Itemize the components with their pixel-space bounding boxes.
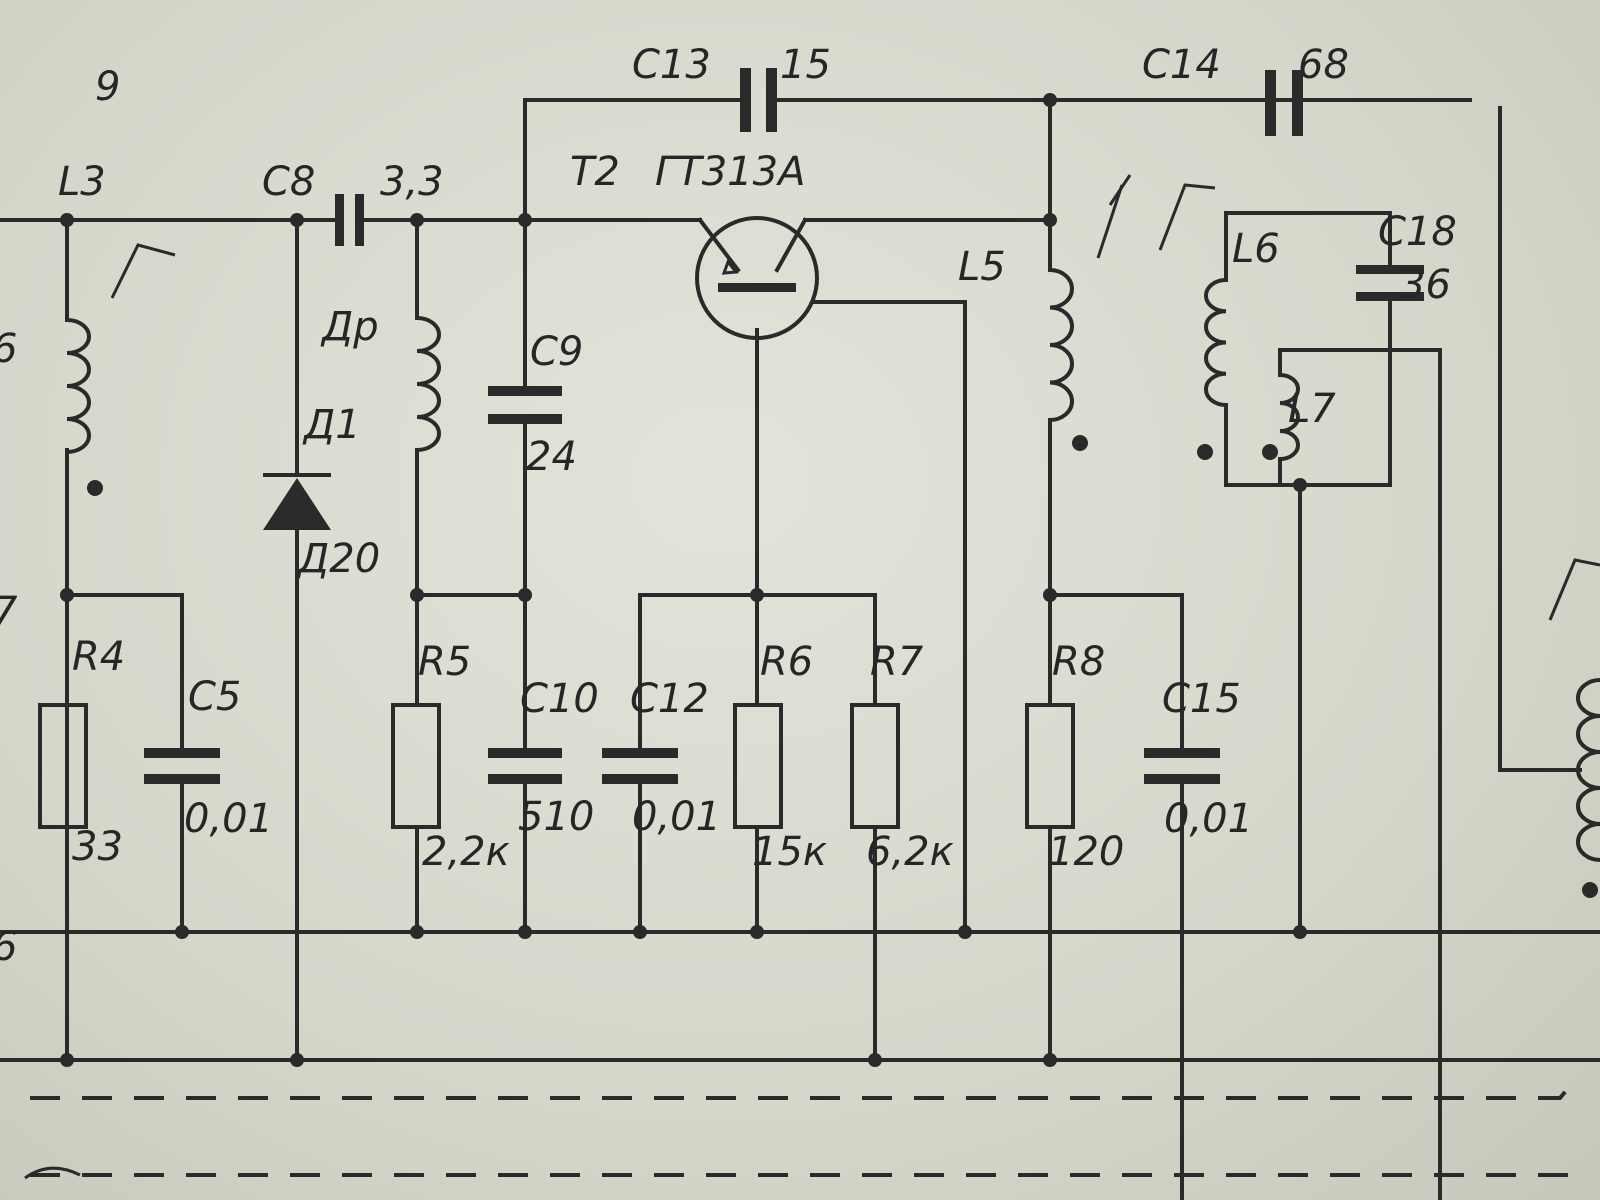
value-c8: 3,3 <box>380 159 444 205</box>
label-c18: C18 <box>1378 209 1457 255</box>
value-r8: 120 <box>1048 829 1124 875</box>
value-c15: 0,01 <box>1164 796 1253 842</box>
value-c13: 15 <box>780 42 831 88</box>
label-c9: C9 <box>530 329 583 375</box>
label-r7: R7 <box>870 639 924 685</box>
label-r4: R4 <box>72 634 125 680</box>
value-r4: 33 <box>72 824 123 870</box>
value-r6: 15к <box>752 829 827 875</box>
label-c8: C8 <box>262 159 315 205</box>
wires <box>0 98 1600 1200</box>
label-l3: L3 <box>58 159 106 205</box>
capacitor-c14 <box>1265 70 1303 136</box>
label-c15: C15 <box>1162 676 1241 722</box>
value-r7: 6,2к <box>866 829 954 875</box>
label-r5: R5 <box>418 639 471 685</box>
label-r6: R6 <box>760 639 813 685</box>
dashed-lines <box>24 1078 1590 1180</box>
handwritten-mark: 9 <box>95 64 120 110</box>
capacitor-c12 <box>602 748 678 784</box>
inductor-l6 <box>1204 277 1229 408</box>
edge-label-2: 7 <box>0 589 18 635</box>
label-c12: C12 <box>630 676 709 722</box>
capacitor-c10 <box>488 748 562 784</box>
label-d1: Д1 <box>302 402 361 448</box>
tuning-arrows <box>110 174 1600 621</box>
label-l6: L6 <box>1232 226 1280 272</box>
transistor-t2 <box>695 216 819 340</box>
label-c5: C5 <box>188 674 241 720</box>
transistor-type: ГТ313А <box>655 149 805 195</box>
capacitor-c9 <box>488 386 562 424</box>
value-c12: 0,01 <box>632 794 721 840</box>
choke-dr <box>414 315 441 453</box>
value-d1: Д20 <box>296 536 380 582</box>
inductor-l5 <box>1047 267 1074 423</box>
label-c10: C10 <box>520 676 599 722</box>
resistor-r7 <box>850 703 900 829</box>
transistor-ref: Т2 <box>570 149 620 195</box>
resistor-r8 <box>1025 703 1075 829</box>
label-r8: R8 <box>1052 639 1105 685</box>
edge-label-3: 6 <box>0 924 17 970</box>
resistor-r6 <box>733 703 783 829</box>
value-c18: 36 <box>1400 262 1451 308</box>
resistor-r4 <box>38 703 88 829</box>
value-c5: 0,01 <box>184 796 273 842</box>
inductor-output <box>1576 677 1600 863</box>
label-dr: Др <box>320 304 379 350</box>
label-l5: L5 <box>958 244 1006 290</box>
value-c9: 24 <box>526 434 577 480</box>
label-c14: C14 <box>1142 42 1221 88</box>
labels: 9 6 7 6 L3 R4 33 C5 0,01 C8 3,3 Д1 Д20 Д… <box>0 42 1457 970</box>
junctions <box>60 93 1598 1067</box>
value-c14: 68 <box>1298 42 1349 88</box>
resistor-r5 <box>391 703 441 829</box>
capacitor-c15 <box>1144 748 1220 784</box>
inductor-l3 <box>64 317 91 455</box>
capacitor-c8 <box>335 194 364 246</box>
edge-label-1: 6 <box>0 326 17 372</box>
capacitor-c18 <box>1356 265 1424 301</box>
capacitor-c5 <box>144 748 220 784</box>
label-c13: C13 <box>632 42 711 88</box>
value-c10: 510 <box>518 794 594 840</box>
capacitor-c13 <box>740 68 777 132</box>
label-l7: L7 <box>1288 386 1336 432</box>
diode-d1 <box>263 473 331 530</box>
inductor-l7 <box>1278 348 1300 487</box>
value-r5: 2,2к <box>422 829 510 875</box>
